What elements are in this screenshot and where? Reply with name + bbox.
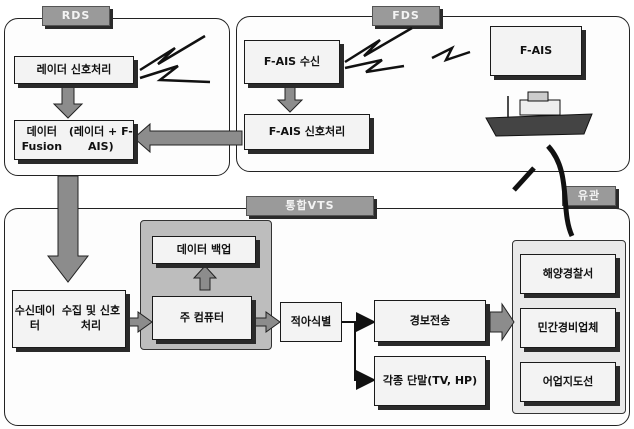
alert-transmission-node: 경보전송 [374,300,486,342]
data-backup-node: 데이터 백업 [152,236,256,264]
fais-processing-node: F-AIS 신호처리 [244,114,370,150]
receive-line2: 수집 및 신호처리 [57,304,125,334]
arrow-fusion-to-receive [48,176,88,282]
receive-line1: 수신데이터 [13,304,57,334]
arrow-main-to-backup [194,266,216,290]
receive-processing-node: 수신데이터 수집 및 신호처리 [12,290,126,348]
comm-dash [514,168,534,190]
terminals-node: 각종 단말 (TV, HP) [374,356,486,406]
arrow-radar-to-fusion [54,86,82,118]
arrow-receive-to-main [124,312,152,332]
fais-target-node: F-AIS [490,26,582,76]
arrow-fais-to-fusion [134,124,242,152]
terminals-line1: 각종 단말 [383,374,427,389]
data-fusion-line2: (레이더 + F-AIS) [69,125,133,155]
wireless-link-radar-2-icon [140,66,210,82]
data-fusion-node: 데이터 Fusion (레이더 + F-AIS) [14,120,134,160]
arrow-fais-to-processing [278,86,302,112]
coast-guard-node: 해양경찰서 [520,254,616,294]
wireless-link-target-icon [432,48,470,60]
arrow-main-to-identification [252,312,280,332]
line-identification-to-terminals [355,322,372,380]
fishery-office-node: 어업지도선 [520,362,616,402]
terminals-line2: (TV, HP) [427,374,477,389]
fais-receive-node: F-AIS 수신 [244,40,340,84]
private-security-node: 민간경비업체 [520,308,616,348]
wireless-link-fais-2-icon [345,60,404,72]
data-fusion-line1: 데이터 Fusion [15,125,69,155]
wireless-link-radar-icon [140,36,205,70]
radar-processing-node: 레이더 신호처리 [14,56,134,84]
wireless-link-fais-icon [345,28,412,62]
main-computer-node: 주 컴퓨터 [152,296,252,340]
comm-arc [548,146,572,236]
vessel-icon [486,92,592,136]
enemy-identification-node: 적아식별 [280,302,342,342]
arrow-alert-to-agencies [490,304,514,340]
